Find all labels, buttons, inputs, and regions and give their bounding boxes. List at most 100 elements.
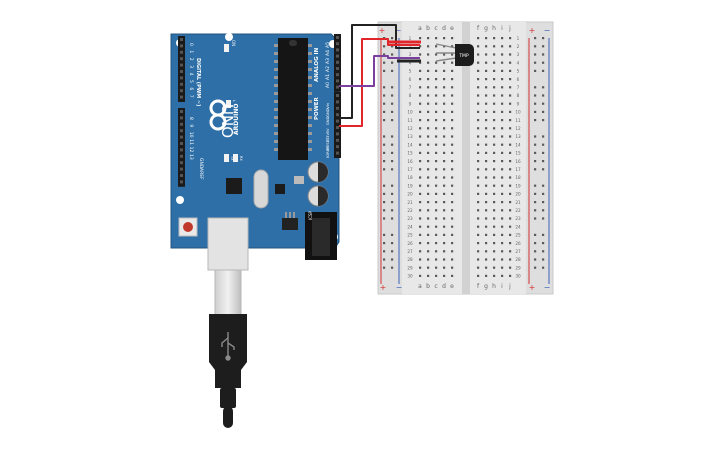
breadboard-hole	[427, 127, 430, 130]
usb-symbol-icon	[221, 332, 235, 361]
wire-black-gnd[interactable]	[339, 24, 420, 119]
breadboard-hole	[427, 119, 430, 122]
row-label: 12	[407, 126, 413, 131]
column-label: b	[426, 25, 430, 32]
row-label: 10	[407, 110, 413, 115]
breadboard-hole	[427, 61, 430, 64]
header-pin	[180, 129, 183, 133]
breadboard-hole	[485, 184, 488, 187]
breadboard-hole	[477, 168, 480, 171]
rail-hole	[542, 201, 545, 204]
breadboard-hole	[477, 250, 480, 253]
row-label: 5	[409, 69, 412, 74]
breadboard-hole	[477, 209, 480, 212]
breadboard-hole	[501, 78, 504, 81]
column-label: f	[477, 283, 480, 290]
breadboard-hole	[435, 127, 438, 130]
breadboard-hole	[493, 184, 496, 187]
rail-hole	[534, 94, 537, 97]
power-pin-label: GND	[325, 116, 330, 125]
breadboard-hole	[427, 69, 430, 72]
header-body	[178, 108, 185, 187]
breadboard-hole	[427, 168, 430, 171]
breadboard-hole	[451, 110, 454, 113]
rail-hole	[542, 119, 545, 122]
column-label: c	[434, 25, 437, 32]
breadboard-hole	[419, 127, 422, 130]
header-pin	[180, 38, 183, 41]
row-label: 24	[407, 224, 413, 229]
breadboard-hole	[493, 160, 496, 163]
wire-purple-a0[interactable]	[339, 55, 420, 87]
row-label: 12	[515, 126, 521, 131]
breadboard-hole	[509, 135, 512, 138]
breadboard-hole	[451, 94, 454, 97]
breadboard-hole	[443, 184, 446, 187]
rail-hole	[383, 266, 386, 269]
breadboard-hole	[427, 94, 430, 97]
breadboard-hole	[451, 160, 454, 163]
wire-red-5v[interactable]	[339, 38, 420, 127]
breadboard-hole	[451, 176, 454, 179]
header-pin	[336, 138, 339, 142]
rail-hole	[383, 201, 386, 204]
breadboard-hole	[451, 242, 454, 245]
arduino-infinity-logo-icon	[209, 99, 227, 131]
breadboard-hole	[477, 201, 480, 204]
column-label: i	[501, 283, 503, 290]
sensor-label: TMP	[458, 53, 469, 59]
breadboard-hole	[501, 69, 504, 72]
breadboard-hole	[443, 209, 446, 212]
breadboard-hole	[443, 94, 446, 97]
breadboard-hole	[435, 217, 438, 220]
breadboard-hole	[435, 201, 438, 204]
breadboard-hole	[435, 233, 438, 236]
row-label: 7	[409, 85, 412, 90]
row-label: 28	[515, 257, 521, 262]
rail-hole	[534, 209, 537, 212]
digital-pin-label: 9	[188, 124, 194, 127]
breadboard-hole	[443, 151, 446, 154]
breadboard-hole	[427, 217, 430, 220]
breadboard-hole	[509, 201, 512, 204]
breadboard-hole	[493, 217, 496, 220]
atmega-chip	[278, 38, 308, 160]
row-label: 7	[517, 85, 520, 90]
breadboard-hole	[477, 135, 480, 138]
rail-plus-top-right: +	[529, 26, 536, 35]
header-pin	[336, 54, 339, 58]
row-label: 25	[515, 233, 521, 238]
row-label: 26	[515, 241, 521, 246]
header-pin	[180, 110, 183, 113]
column-label: g	[484, 283, 488, 290]
column-label: j	[508, 25, 511, 32]
tmp-sensor[interactable]: TMP	[435, 43, 474, 66]
breadboard-hole	[509, 225, 512, 228]
rail-hole	[542, 266, 545, 269]
rx-label: RX	[239, 156, 243, 161]
header-pin	[180, 135, 183, 139]
rail-hole	[542, 135, 545, 138]
row-label: 22	[407, 208, 413, 213]
breadboard-hole	[419, 184, 422, 187]
header-body	[178, 36, 185, 102]
header-pin	[336, 67, 339, 70]
rail-hole	[534, 168, 537, 171]
breadboard-hole	[451, 274, 454, 277]
breadboard-hole	[435, 37, 438, 40]
breadboard-hole	[451, 45, 454, 48]
row-label: 19	[407, 183, 413, 188]
rail-hole	[391, 160, 394, 163]
breadboard-hole	[419, 168, 422, 171]
breadboard-hole	[451, 135, 454, 138]
header-pin	[336, 106, 339, 110]
breadboard-hole	[477, 53, 480, 56]
breadboard-hole	[485, 258, 488, 261]
breadboard-hole	[443, 119, 446, 122]
breadboard-hole	[435, 184, 438, 187]
breadboard-hole	[443, 266, 446, 269]
column-label: a	[418, 25, 422, 32]
rail-hole	[542, 242, 545, 245]
breadboard-hole	[443, 110, 446, 113]
